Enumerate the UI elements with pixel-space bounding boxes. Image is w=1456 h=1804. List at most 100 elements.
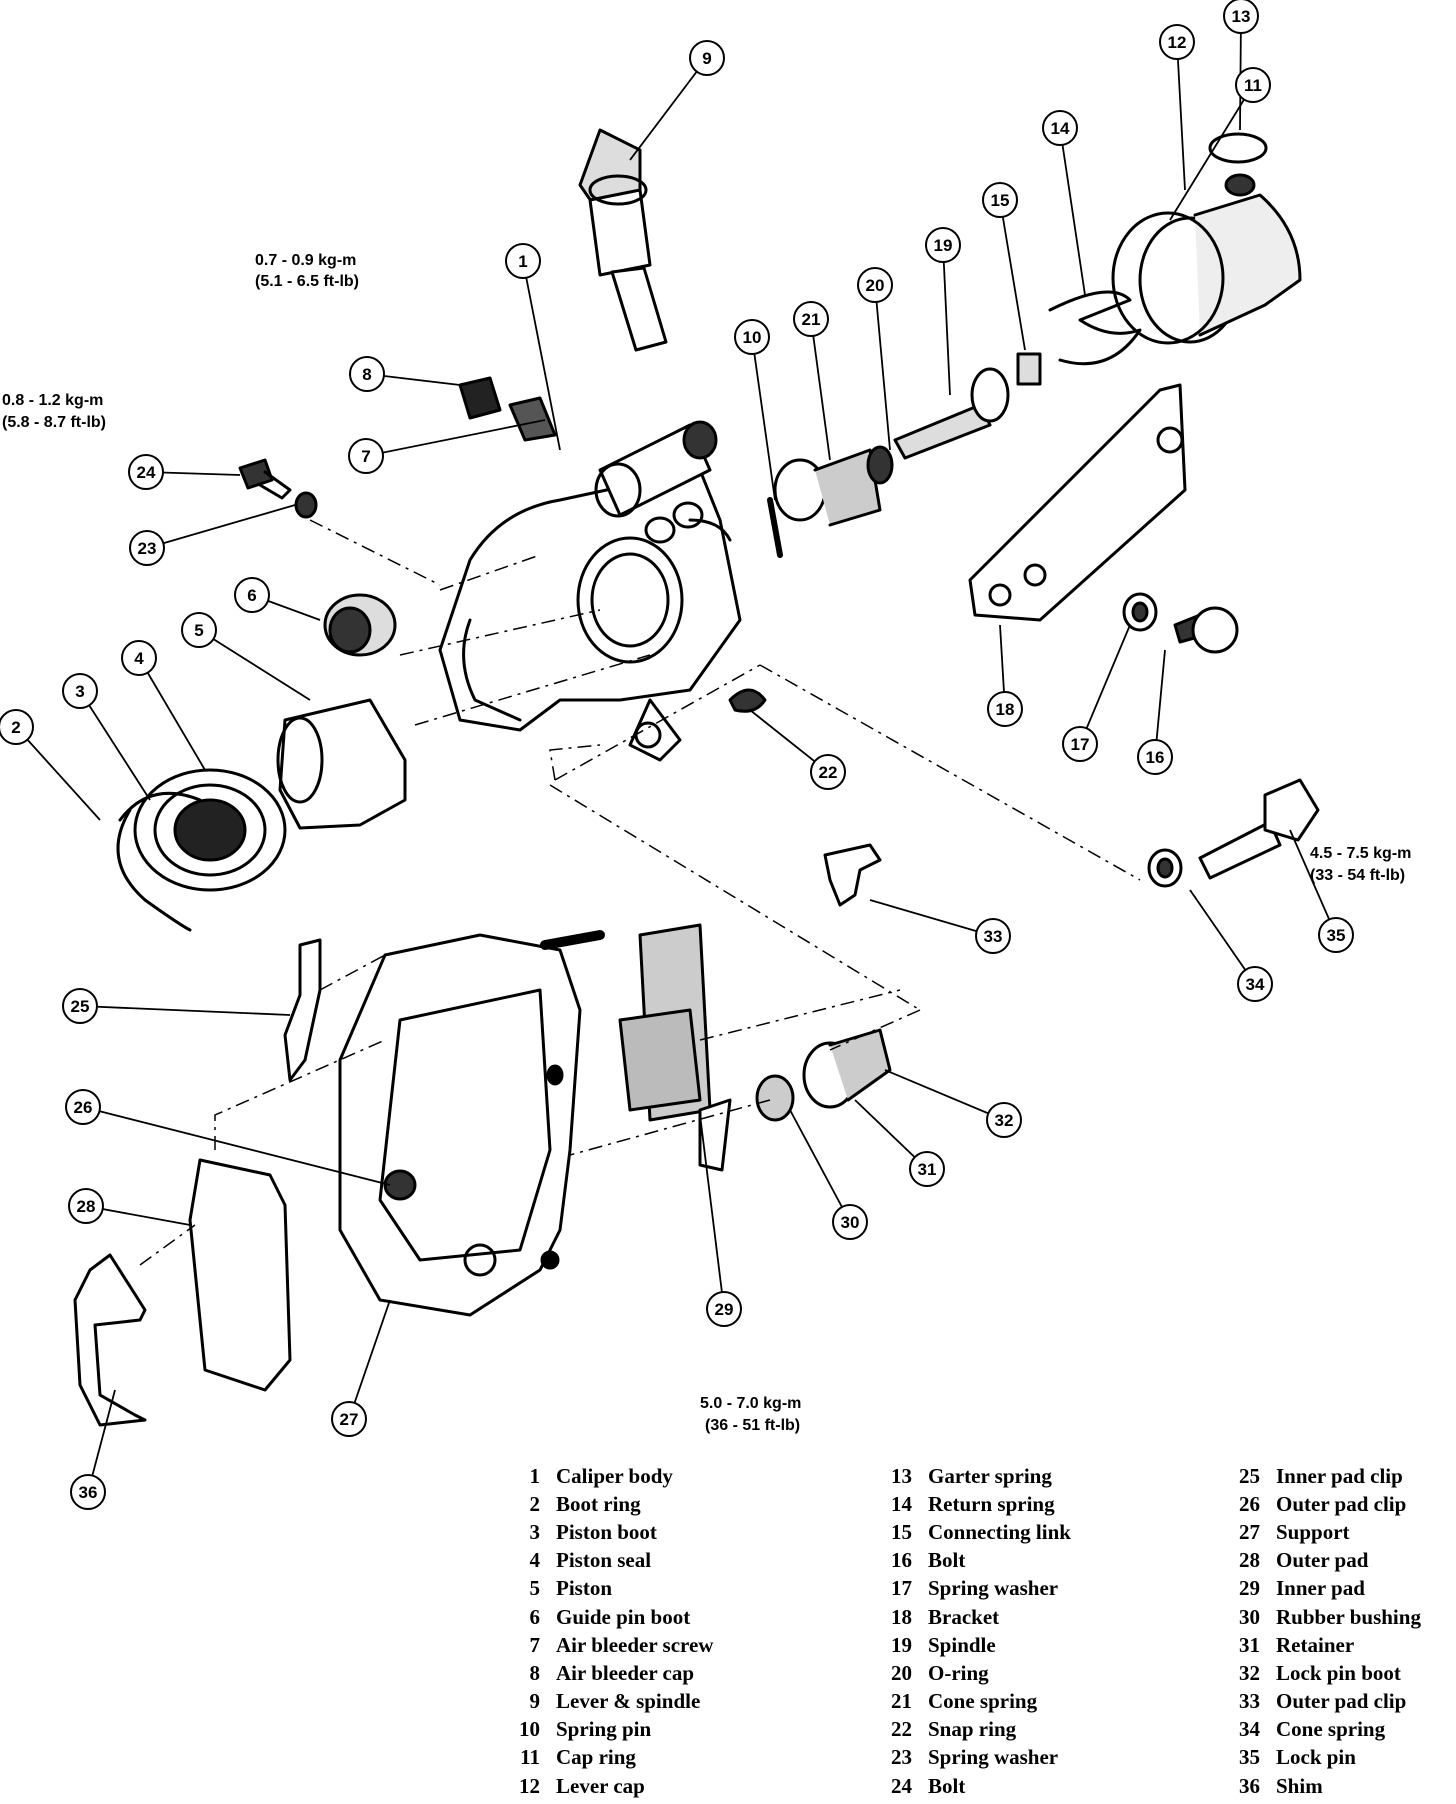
callout-circle: [1159, 24, 1195, 60]
callout-36: 36: [70, 1474, 106, 1510]
callout-number: 23: [138, 539, 157, 558]
callout-leader-15: [999, 199, 1026, 351]
callout-number: 21: [802, 310, 821, 329]
callout-7: 7: [348, 438, 384, 474]
legend-item-label: Spring washer: [928, 1576, 1059, 1601]
legend-item-label: Connecting link: [928, 1519, 1071, 1544]
callout-27: 27: [331, 1401, 367, 1437]
callout-5: 5: [181, 612, 217, 648]
legend-item-label: Cone spring: [1276, 1717, 1386, 1742]
legend-item-label: Inner pad clip: [1276, 1463, 1403, 1488]
callout-circle: [121, 640, 157, 676]
callout-circle: [987, 691, 1023, 727]
lock-pin-part: [1147, 778, 1320, 888]
legend-item-label: Air bleeder screw: [556, 1632, 714, 1657]
lock-pin-boot-part: [755, 1028, 892, 1122]
legend-item-label: Return spring: [928, 1491, 1055, 1516]
legend-item-label: Outer pad: [1276, 1548, 1369, 1573]
callout-number: 16: [1146, 748, 1165, 767]
legend-item-label: Rubber bushing: [1276, 1604, 1421, 1629]
callout-circle: [234, 577, 270, 613]
legend-item-number: 25: [1239, 1463, 1260, 1488]
callout-29: 29: [706, 1291, 742, 1327]
cone-spring-part: [773, 445, 894, 527]
callout-number: 1: [518, 252, 527, 271]
callout-circle: [1237, 966, 1273, 1002]
legend-item: 20 O-ring: [872, 1659, 1071, 1687]
callout-leader-5: [198, 629, 311, 701]
callout-leader-21: [810, 318, 831, 461]
legend-item-number: 29: [1239, 1576, 1260, 1601]
legend-item-label: Snap ring: [928, 1717, 1017, 1742]
callout-circle: [832, 1204, 868, 1240]
callout-markers: 1234567891011121314151617181920212223242…: [0, 0, 1354, 1510]
svg-text:5.0 - 7.0 kg-m: 5.0 - 7.0 kg-m: [700, 1395, 801, 1412]
callout-circle: [349, 356, 385, 392]
legend-item: 25 Inner pad clip: [1220, 1462, 1421, 1490]
legend-item-number: 28: [1239, 1548, 1260, 1573]
callout-leader-17: [1079, 624, 1131, 745]
legend-item-number: 20: [891, 1660, 912, 1685]
callout-number: 17: [1071, 735, 1090, 754]
legend-item-number: 5: [529, 1576, 541, 1601]
lever-cap-part: [1111, 132, 1302, 345]
callout-number: 32: [995, 1111, 1014, 1130]
svg-text:(33 - 54 ft-lb): (33 - 54 ft-lb): [1310, 867, 1405, 884]
bolt-washer-part: [238, 458, 318, 519]
connecting-link-part: [1016, 352, 1042, 386]
callout-circle: [70, 1474, 106, 1510]
callout-number: 5: [194, 621, 203, 640]
legend-item: 14 Return spring: [872, 1490, 1071, 1518]
callout-22: 22: [810, 754, 846, 790]
callout-number: 25: [71, 997, 90, 1016]
svg-text:0.8 - 1.2 kg-m: 0.8 - 1.2 kg-m: [2, 392, 103, 409]
legend-item-label: Lever & spindle: [556, 1689, 701, 1714]
inner-pad-clip-part: [283, 938, 322, 1082]
legend-item-label: Bolt: [928, 1548, 966, 1573]
inner-pad-part: [618, 923, 732, 1172]
legend-item-number: 18: [891, 1604, 912, 1629]
shim-part: [73, 1253, 147, 1427]
legend-item: 34 Cone spring: [1220, 1716, 1421, 1744]
legend-item-label: Piston boot: [556, 1519, 657, 1544]
legend-item-label: Shim: [1276, 1773, 1323, 1798]
callout-circle: [689, 40, 725, 76]
svg-text:0.7 - 0.9 kg-m: 0.7 - 0.9 kg-m: [255, 252, 356, 269]
legend-item-label: Guide pin boot: [556, 1604, 691, 1629]
legend-item-label: Caliper body: [556, 1463, 673, 1488]
legend-item-number: 14: [891, 1491, 912, 1516]
callout-number: 10: [743, 328, 762, 347]
callout-circle: [1318, 917, 1354, 953]
callout-leader-10: [751, 336, 776, 501]
legend-item-label: Cone spring: [928, 1689, 1038, 1714]
legend-item-number: 33: [1239, 1689, 1260, 1714]
legend-item-label: Lock pin boot: [1276, 1660, 1401, 1685]
callout-leader-12: [1176, 41, 1186, 191]
callout-circle: [62, 988, 98, 1024]
callout-13: 13: [1223, 0, 1259, 34]
callout-31: 31: [909, 1151, 945, 1187]
legend-item-number: 34: [1239, 1717, 1260, 1742]
callout-3: 3: [62, 673, 98, 709]
legend-item-number: 7: [529, 1632, 541, 1657]
callout-number: 15: [991, 191, 1010, 210]
callout-circle: [793, 301, 829, 337]
legend-item-label: O-ring: [928, 1660, 989, 1685]
legend-item-label: Lock pin: [1276, 1745, 1356, 1770]
callout-number: 31: [918, 1160, 937, 1179]
svg-text:(5.8 - 8.7 ft-lb): (5.8 - 8.7 ft-lb): [2, 414, 106, 431]
callout-circle: [505, 243, 541, 279]
